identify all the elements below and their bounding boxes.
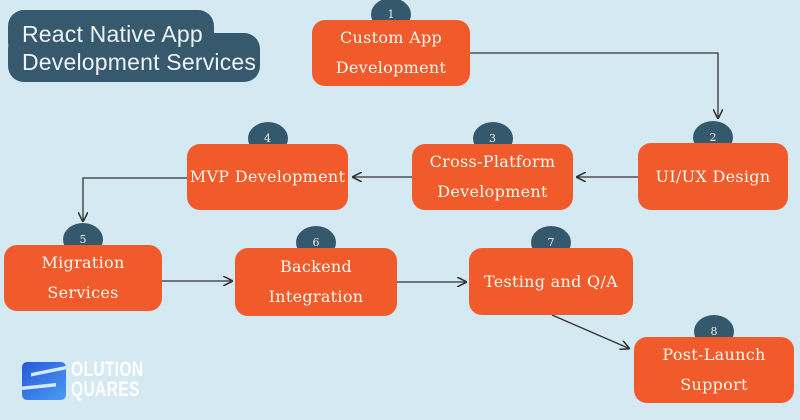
page-title-line1: React Native App <box>22 21 203 47</box>
step-6-backend-integration: 6 Backend Integration <box>235 226 397 316</box>
logo-s-icon <box>22 362 68 400</box>
step-8-label: Post-Launch Support <box>662 345 766 394</box>
title-banner-shape-bottom <box>8 33 260 82</box>
step-2-label: UI/UX Design <box>655 166 771 186</box>
step-2-box: UI/UX Design <box>638 143 788 210</box>
step-5-box: Migration Services <box>4 245 162 311</box>
step-4-box: MVP Development <box>187 144 348 210</box>
step-3-label: Cross-Platform Development <box>429 152 556 201</box>
step-6-label: Backend Integration <box>268 257 364 306</box>
step-6-box: Backend Integration <box>235 248 397 316</box>
logo-text-line2: QUARES <box>71 378 140 401</box>
step-4-mvp-development: 4 MVP Development <box>187 122 348 210</box>
arrow-step1-to-step2 <box>470 52 718 117</box>
step-8-post-launch-support: 8 Post-Launch Support <box>634 315 794 403</box>
step-5-label: Migration Services <box>41 253 125 302</box>
step-1-box: Custom App Development <box>312 20 470 86</box>
logo-text-line1: OLUTION <box>71 358 144 381</box>
arrow-step7-to-step8 <box>551 314 628 348</box>
step-2-uiux-design: 2 UI/UX Design <box>638 121 788 210</box>
step-7-label: Testing and Q/A <box>483 271 619 291</box>
arrow-step4-to-step5 <box>83 177 187 220</box>
step-7-testing-and-qa: 7 Testing and Q/A <box>469 226 633 315</box>
step-8-box: Post-Launch Support <box>634 337 794 403</box>
step-3-cross-platform-development: 3 Cross-Platform Development <box>412 122 573 210</box>
step-1-label: Custom App Development <box>335 28 447 77</box>
step-7-box: Testing and Q/A <box>469 248 633 315</box>
logo-wordmark: OLUTION QUARES <box>71 358 144 401</box>
step-3-box: Cross-Platform Development <box>412 144 573 210</box>
page-title-line2: Development Services <box>22 49 257 75</box>
solution-squares-logo: OLUTION QUARES <box>22 358 169 401</box>
step-5-migration-services: 5 Migration Services <box>4 223 162 311</box>
step-4-label: MVP Development <box>189 167 346 186</box>
step-1-custom-app-development: 1 Custom App Development <box>312 0 470 86</box>
